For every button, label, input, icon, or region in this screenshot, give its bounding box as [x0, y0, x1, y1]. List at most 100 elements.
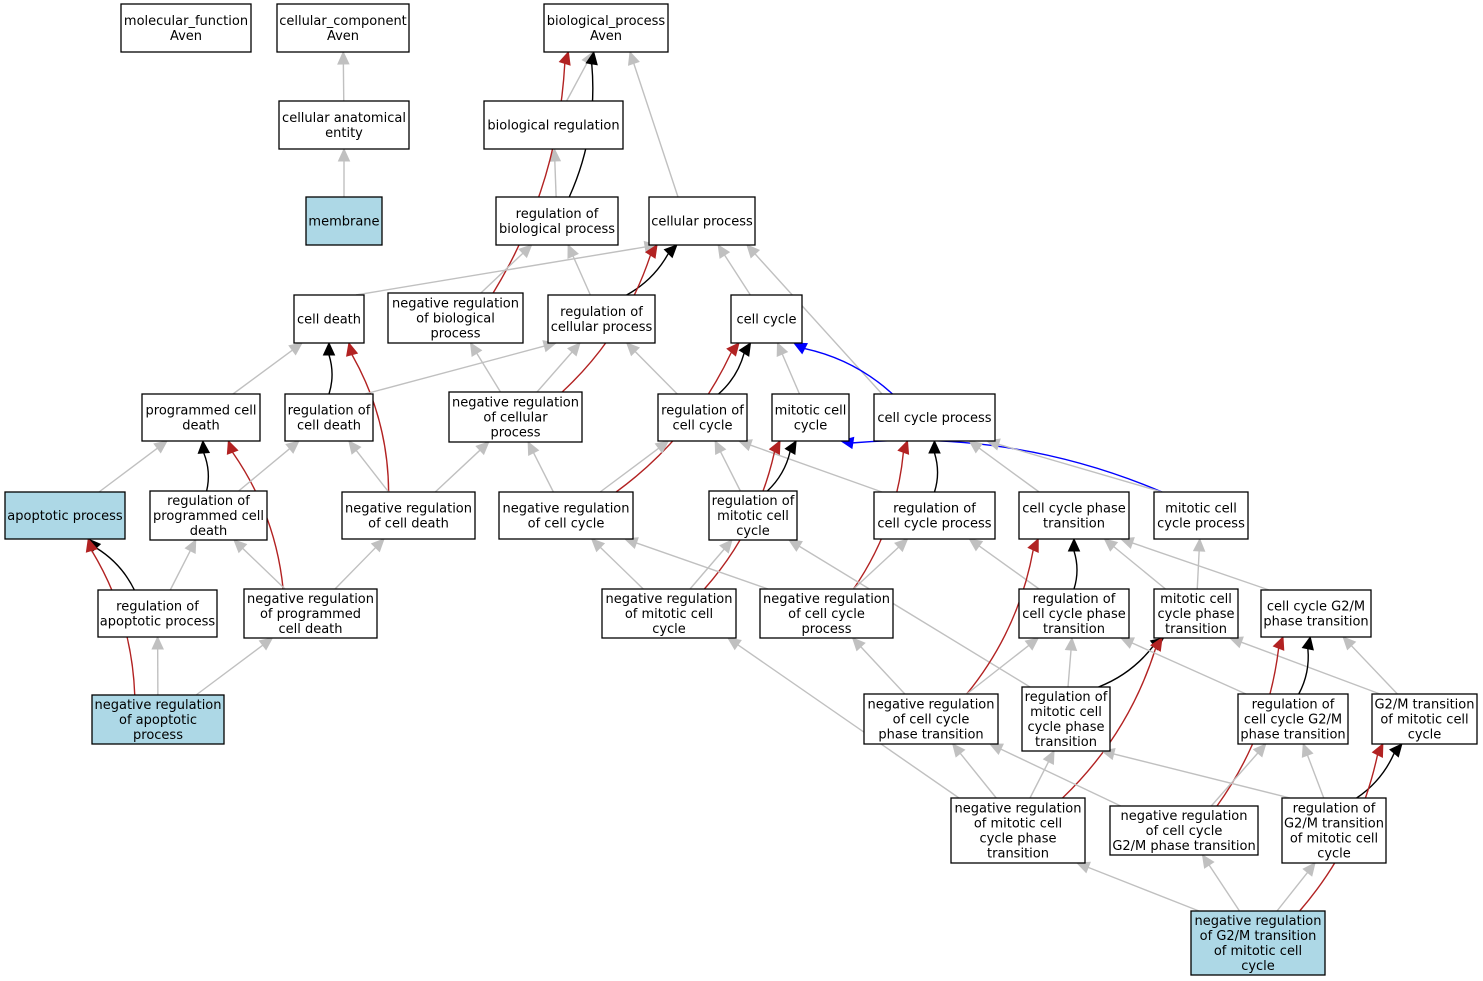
go-term-box: [950, 797, 1086, 864]
edge-line: [978, 447, 1040, 493]
edge-line: [195, 644, 264, 696]
edge-arrowhead: [151, 635, 164, 650]
go-term-label: programmed cell: [153, 509, 264, 524]
edge-arrowhead: [153, 440, 168, 454]
edge-arrowhead: [527, 440, 540, 456]
go-term-label: negative regulation: [954, 802, 1081, 817]
edge-line: [1098, 644, 1155, 688]
go-term-box: [759, 588, 894, 639]
go-term-label: cell cycle phase: [1022, 502, 1125, 517]
relation-edge: [337, 147, 351, 197]
edge-line: [766, 451, 791, 492]
go-term-label: Aven: [590, 29, 622, 44]
go-term-label: negative regulation: [247, 592, 374, 607]
edge-line: [355, 450, 390, 493]
edge-line: [1208, 864, 1241, 912]
go-term-box: [305, 196, 383, 246]
relation-edge: [334, 538, 385, 590]
go-term-box: [601, 588, 737, 639]
go-term-label: regulation of: [1033, 592, 1116, 607]
edge-arrowhead: [337, 147, 351, 162]
relation-edge: [169, 538, 197, 591]
edge-line: [634, 351, 678, 395]
go-term-label: cell cycle phase: [1022, 607, 1125, 622]
go-term-label: Aven: [327, 29, 359, 44]
edge-line: [636, 542, 769, 590]
relation-edge: [233, 539, 286, 590]
edge-line: [328, 354, 333, 395]
edge-line: [1356, 752, 1395, 799]
relation-edge: [1064, 636, 1078, 688]
relation-edge: [1062, 636, 1163, 799]
edge-arrowhead: [654, 440, 670, 454]
go-term-label: negative regulation: [763, 592, 890, 607]
go-term-label: of cell cycle: [528, 517, 605, 532]
go-term-node: membrane: [305, 196, 383, 246]
edge-arrowhead: [1067, 537, 1081, 552]
go-term-label: cell cycle G2/M: [1267, 600, 1365, 615]
edge-line: [1350, 645, 1398, 695]
go-term-box: [91, 694, 225, 745]
go-term-label: process: [133, 728, 183, 743]
go-term-box: [873, 491, 996, 540]
go-term-box: [448, 391, 583, 443]
go-term-label: Aven: [170, 29, 202, 44]
edge-arrowhead: [714, 439, 727, 455]
relation-edge: [322, 341, 336, 395]
edge-line: [798, 545, 1031, 688]
go-term-box: [771, 393, 850, 442]
edge-arrowhead: [1371, 742, 1384, 758]
relation-edge: [718, 341, 752, 395]
go-term-box: [4, 491, 126, 540]
edge-line: [364, 345, 545, 395]
edge-line: [737, 644, 960, 799]
edge-line: [476, 352, 502, 393]
go-term-box: [278, 100, 410, 150]
go-term-label: of cell death: [368, 517, 449, 532]
relation-edge: [492, 50, 571, 294]
go-term-label: mitotic cell: [1160, 592, 1232, 607]
relation-edge: [1192, 537, 1206, 590]
go-term-box: [1281, 797, 1387, 864]
edge-arrowhead: [567, 243, 579, 259]
relation-edge: [966, 637, 1040, 695]
go-term-label: G2/M transition: [1374, 698, 1474, 713]
relation-edge: [1103, 538, 1166, 590]
edge-line: [599, 546, 644, 590]
edge-line: [804, 347, 893, 395]
edge-arrowhead: [894, 538, 909, 553]
edge-line: [966, 549, 1034, 695]
edge-arrowhead: [644, 243, 658, 259]
edge-arrowhead: [1103, 538, 1119, 552]
edge-line: [1210, 752, 1259, 807]
relation-edge: [1298, 635, 1314, 695]
edge-line: [554, 160, 557, 198]
go-term-label: of mitotic cell: [1380, 713, 1468, 728]
go-term-label: cellular process: [551, 320, 653, 335]
go-term-label: negative regulation: [867, 698, 994, 713]
edge-line: [1000, 748, 1122, 807]
edge-arrowhead: [1389, 743, 1403, 758]
edge-line: [334, 547, 377, 590]
go-term-label: of mitotic cell: [974, 817, 1062, 832]
go-term-label: transition: [1043, 517, 1105, 532]
relation-edge: [197, 439, 211, 492]
go-term-label: cell death: [297, 419, 361, 434]
go-term-label: negative regulation: [502, 502, 629, 517]
edge-line: [1029, 761, 1050, 799]
go-term-label: transition: [987, 847, 1049, 862]
go-term-box: [873, 393, 996, 442]
edge-arrowhead: [928, 439, 941, 454]
relation-edge: [951, 743, 997, 799]
edge-line: [532, 452, 554, 493]
go-term-label: apoptotic process: [100, 615, 216, 630]
relation-edge: [364, 340, 558, 395]
go-term-label: of biological: [416, 312, 495, 327]
relation-edge: [480, 244, 533, 294]
go-term-label: process: [802, 622, 852, 637]
